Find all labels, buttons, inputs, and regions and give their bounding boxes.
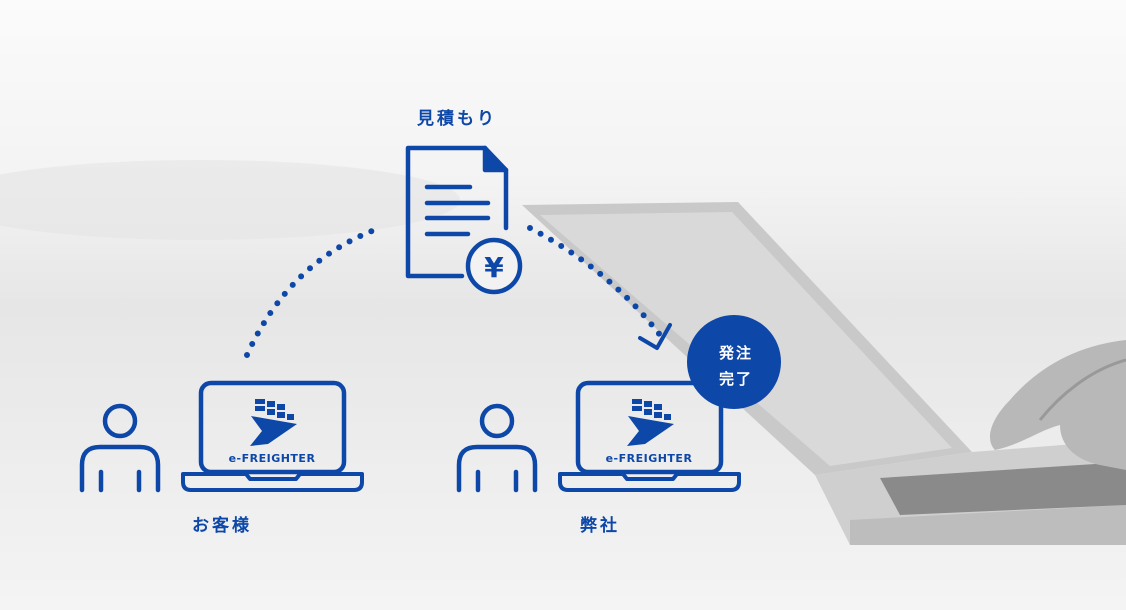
quote-document-icon [405, 145, 523, 295]
ship-logo-icon [250, 399, 297, 446]
brand-logo-text: e-FREIGHTER [229, 452, 316, 465]
company-person-icon [456, 403, 538, 493]
customer-laptop-icon: e-FREIGHTER [181, 380, 364, 492]
company-laptop-icon: e-FREIGHTER [558, 380, 741, 492]
dotted-arrow-quote-to-company [527, 225, 663, 338]
company-label: 弊社 [580, 515, 620, 536]
badge-line1: 発注 [718, 344, 753, 362]
order-complete-badge: 発注 完了 [687, 315, 781, 409]
yen-icon: ¥ [484, 251, 504, 284]
ship-logo-icon [627, 399, 674, 446]
badge-line2: 完了 [719, 370, 753, 388]
customer-label: お客様 [192, 515, 252, 536]
quote-label: 見積もり [416, 108, 497, 129]
dotted-arrow-customer-to-quote [244, 225, 383, 358]
arrow-head-icon [638, 323, 672, 350]
brand-logo-text: e-FREIGHTER [606, 452, 693, 465]
customer-person-icon [79, 403, 161, 493]
